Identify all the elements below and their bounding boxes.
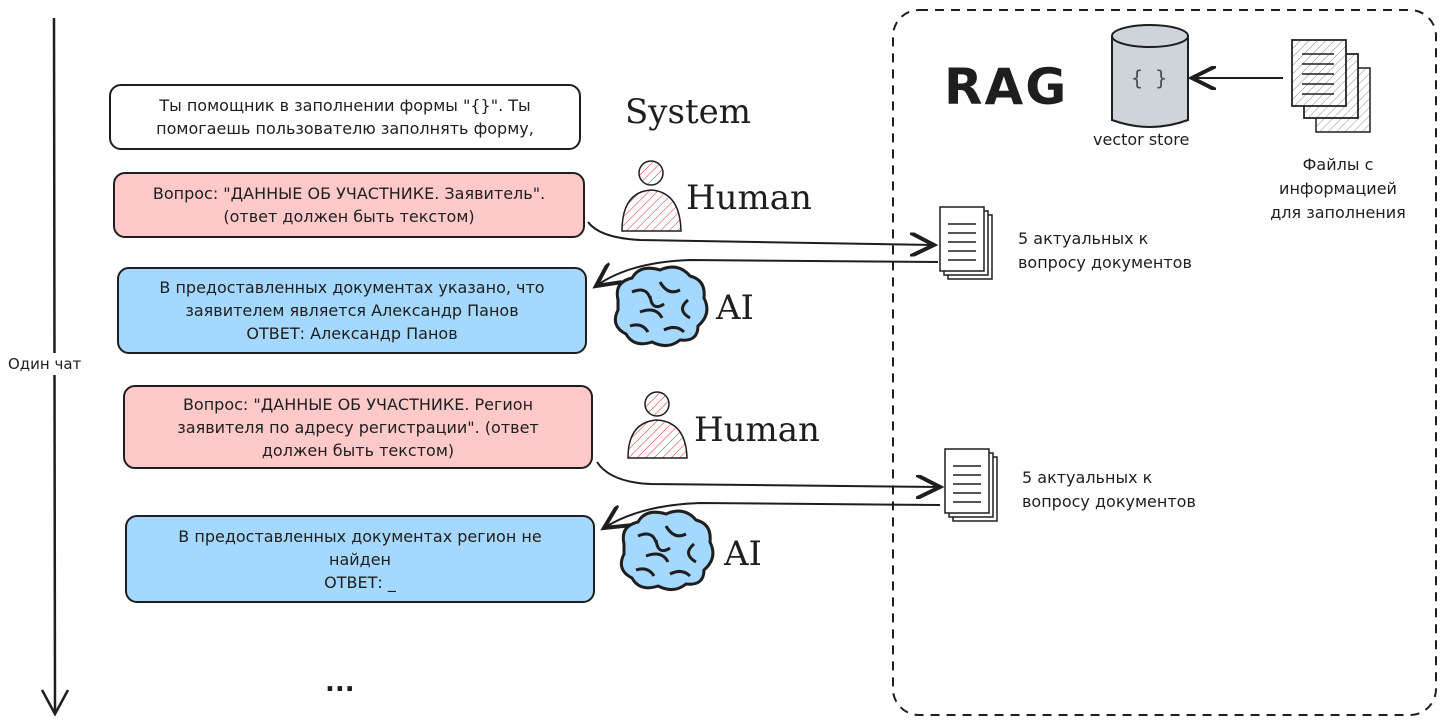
docs2-to-ai2-arrow <box>604 501 941 528</box>
system-message-line-2: помогаешь пользователю заполнять форму, <box>156 119 534 138</box>
ai-message-bubble-1: В предоставленных документах указано, чт… <box>117 267 587 354</box>
database-icon <box>1111 24 1189 128</box>
system-message-bubble: Ты помощник в заполнении формы "{}". Ты … <box>109 84 581 150</box>
files-label-line-3: для заполнения <box>1270 203 1406 222</box>
person-icon-1 <box>621 160 682 232</box>
documents-icon-2 <box>944 448 998 522</box>
files-label-line-2: информацией <box>1279 179 1397 198</box>
ai-role-label-2: AI <box>724 534 762 574</box>
docs-label-2: 5 актуальных к вопросу документов <box>1022 466 1196 514</box>
docs-label-1: 5 актуальных к вопросу документов <box>1018 227 1192 275</box>
ai1-line-2: заявителем является Александр Панов <box>185 301 519 320</box>
ai2-line-1: В предоставленных документах регион не <box>178 526 542 546</box>
human1-to-docs-arrow <box>587 221 934 245</box>
ai1-line-1: В предоставленных документах указано, чт… <box>159 278 545 297</box>
human1-line-2: (ответ должен быть текстом) <box>223 207 475 226</box>
docs1-line-1: 5 актуальных к <box>1018 229 1149 248</box>
rag-container <box>892 9 1437 716</box>
human2-to-docs-arrow <box>596 461 940 487</box>
timeline-label: Один чат <box>8 353 82 375</box>
docs1-to-ai1-arrow <box>596 258 939 286</box>
docs2-line-2: вопросу документов <box>1022 492 1196 511</box>
files-stack-icon <box>1291 39 1371 133</box>
system-role-label: System <box>625 92 751 132</box>
code-braces-icon: { } <box>1131 66 1168 90</box>
continuation-ellipsis: ... <box>325 668 355 698</box>
human-role-label-1: Human <box>686 178 812 218</box>
ai-message-bubble-2: В предоставленных документах регион не н… <box>125 515 595 603</box>
human-message-bubble-2: Вопрос: "ДАННЫЕ ОБ УЧАСТНИКЕ. Регион зая… <box>123 385 593 469</box>
human-role-label-2: Human <box>694 410 820 450</box>
brain-icon-1 <box>613 265 709 347</box>
human-message-bubble-1: Вопрос: "ДАННЫЕ ОБ УЧАСТНИКЕ. Заявитель"… <box>113 172 585 238</box>
human1-line-1: Вопрос: "ДАННЫЕ ОБ УЧАСТНИКЕ. Заявитель"… <box>152 184 546 203</box>
system-message-line-1: Ты помощник в заполнении формы "{}". Ты <box>159 96 531 115</box>
files-label: Файлы с информацией для заполнения <box>1248 153 1428 225</box>
documents-icon-1 <box>939 206 993 280</box>
files-label-line-1: Файлы с <box>1302 155 1374 174</box>
ai2-line-2: найден <box>328 549 392 569</box>
human2-line-1: Вопрос: "ДАННЫЕ ОБ УЧАСТНИКЕ. Регион <box>182 394 534 414</box>
brain-icon-2 <box>619 509 715 591</box>
docs2-line-1: 5 актуальных к <box>1022 468 1153 487</box>
docs1-line-2: вопросу документов <box>1018 253 1192 272</box>
ai2-line-3: ОТВЕТ: _ <box>324 572 396 592</box>
vector-store-label: vector store <box>1093 130 1190 149</box>
human2-line-3: должен быть текстом) <box>261 440 455 460</box>
person-icon-2 <box>627 391 688 459</box>
human2-line-2: заявителя по адресу регистрации". (ответ <box>177 417 539 437</box>
ai1-line-3: ОТВЕТ: Александр Панов <box>246 324 458 343</box>
rag-title: RAG <box>944 58 1069 116</box>
ai-role-label-1: AI <box>716 288 754 328</box>
